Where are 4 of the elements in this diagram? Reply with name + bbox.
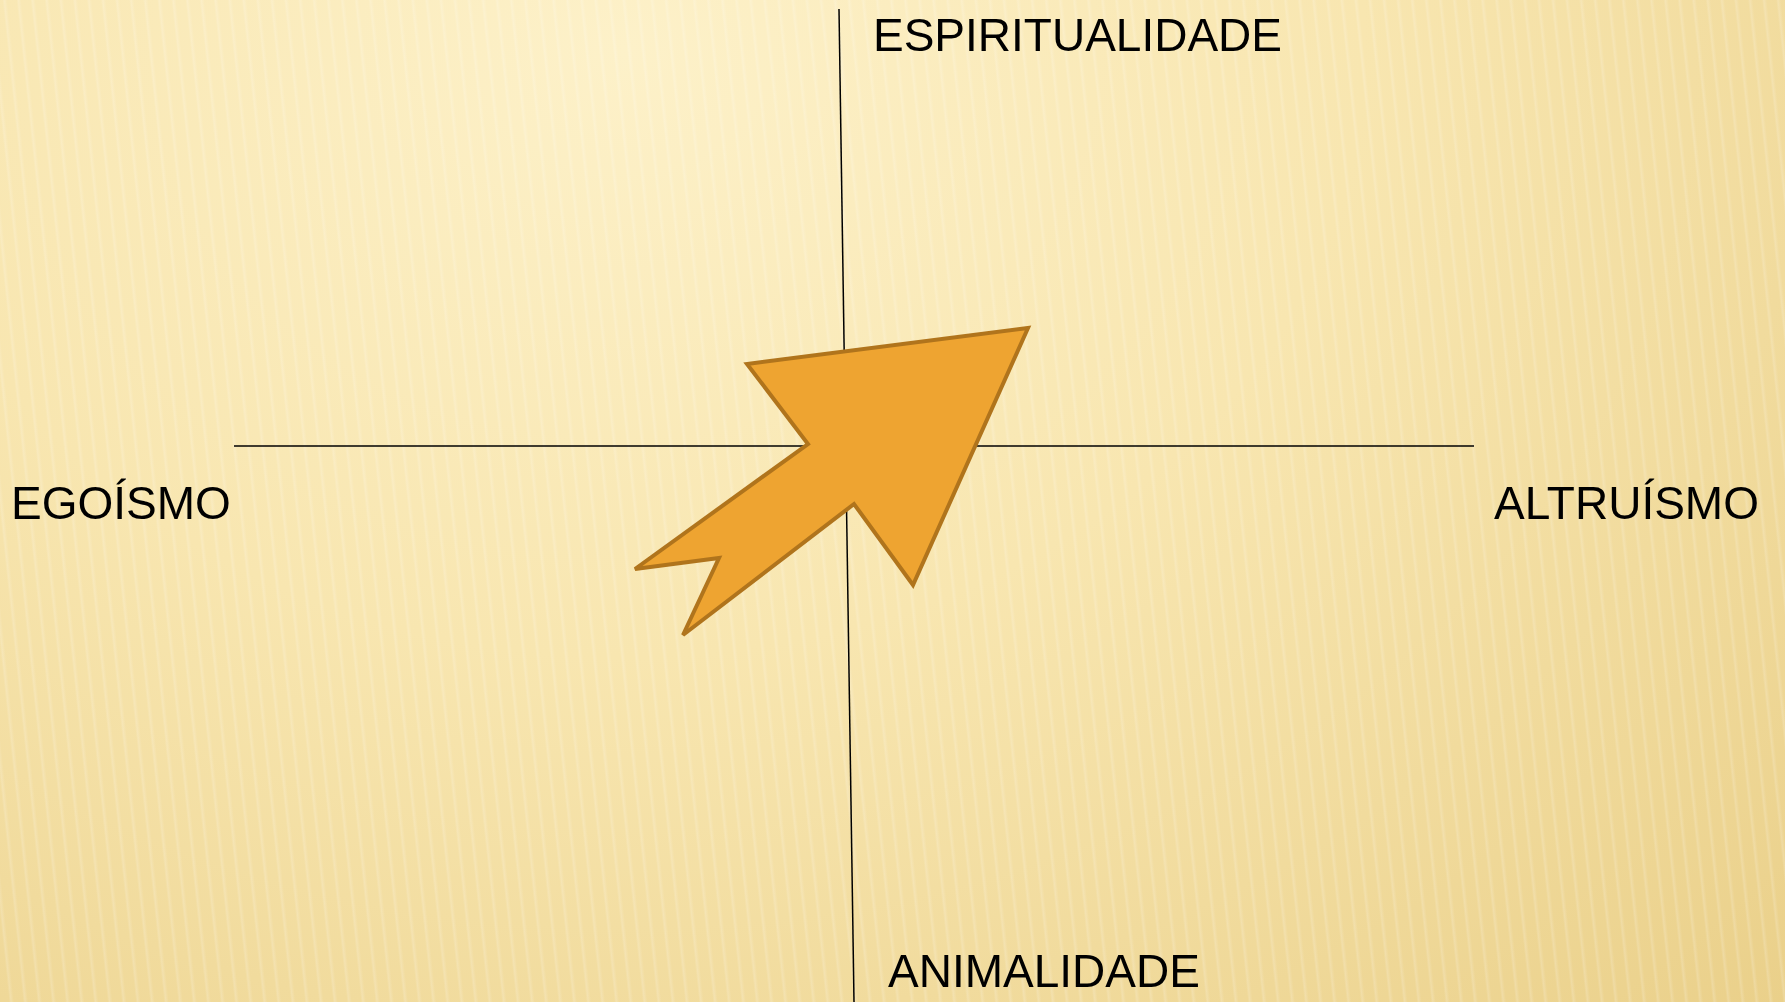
axis-label: ANIMALIDADE (888, 948, 1200, 994)
axis-label: EGOÍSMO (11, 480, 231, 526)
axis-label: ESPIRITUALIDADE (873, 12, 1282, 58)
axis-label: ALTRUÍSMO (1494, 480, 1759, 526)
